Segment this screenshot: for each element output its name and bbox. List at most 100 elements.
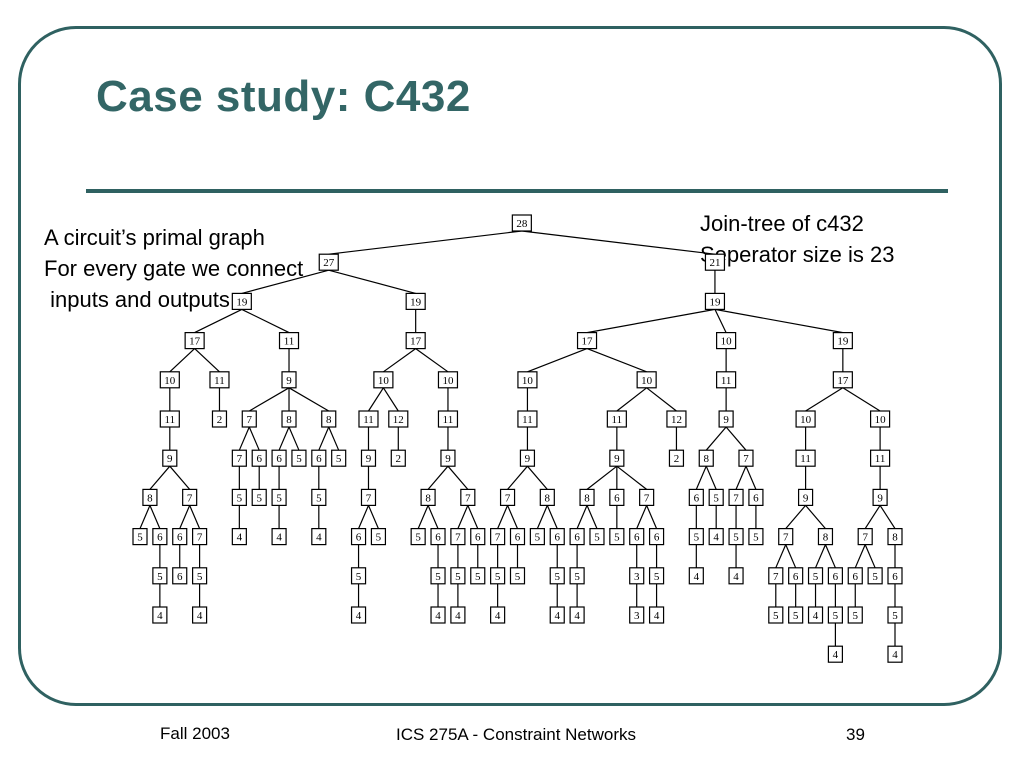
tree-node: 5 — [768, 606, 784, 624]
tree-node: 5 — [688, 527, 704, 546]
tree-edge — [318, 426, 330, 451]
tree-node-label: 11 — [214, 375, 225, 387]
tree-node: 7 — [360, 488, 377, 506]
tree-node-box — [440, 449, 456, 467]
tree-node-box — [460, 488, 476, 506]
tree-node: 5 — [708, 488, 724, 506]
tree-node: 11 — [795, 449, 816, 467]
tree-node-label: 4 — [892, 649, 898, 661]
tree-node-label: 19 — [709, 296, 721, 308]
tree-node: 5 — [887, 606, 903, 624]
tree-node-box — [499, 488, 516, 506]
tree-node-box — [331, 449, 347, 467]
tree-node: 7 — [490, 527, 506, 546]
tree-node-box — [450, 567, 466, 585]
tree-node: 4 — [688, 567, 704, 585]
tree-node-box — [788, 606, 804, 624]
tree-node: 4 — [569, 606, 585, 624]
tree-node: 8 — [281, 410, 297, 428]
tree-node: 6 — [172, 527, 188, 546]
tree-node-label: 10 — [800, 414, 812, 426]
tree-edge — [417, 505, 429, 529]
tree-node-label: 2 — [217, 414, 223, 426]
tree-node: 3 — [629, 606, 645, 624]
tree-node-label: 4 — [833, 649, 839, 661]
tree-node: 19 — [231, 292, 252, 310]
tree-node-box — [211, 410, 228, 428]
tree-node-label: 9 — [803, 492, 809, 504]
tree-node-label: 4 — [455, 610, 461, 622]
tree-node: 6 — [609, 488, 625, 506]
tree-node: 2 — [211, 410, 228, 428]
caption-right-line-1: Join-tree of c432 — [700, 211, 864, 236]
tree-edge — [194, 348, 220, 373]
tree-edge — [725, 426, 747, 451]
tree-node-label: 8 — [704, 453, 710, 465]
tree-node-label: 6 — [753, 492, 759, 504]
tree-node-box — [832, 371, 853, 389]
tree-node-box — [857, 527, 873, 546]
tree-node-box — [827, 567, 843, 585]
tree-edge — [248, 426, 260, 451]
tree-node-box — [576, 332, 598, 350]
tree-edge — [427, 465, 449, 490]
tree-node-label: 5 — [237, 492, 243, 504]
tree-edge — [854, 544, 866, 569]
tree-node-label: 8 — [584, 492, 590, 504]
tree-node-box — [321, 410, 337, 428]
tree-node: 10 — [159, 371, 180, 389]
tree-node: 5 — [648, 567, 665, 585]
tree-node-box — [437, 410, 459, 428]
tree-node-box — [360, 488, 377, 506]
tree-node-label: 5 — [495, 571, 501, 583]
tree-node: 8 — [887, 527, 903, 546]
tree-node: 8 — [698, 449, 714, 467]
tree-node-label: 5 — [654, 571, 660, 583]
tree-node-box — [509, 567, 526, 585]
tree-node-label: 7 — [743, 453, 749, 465]
tree-node-label: 5 — [713, 492, 719, 504]
tree-node: 27 — [318, 253, 339, 271]
tree-node: 5 — [788, 606, 804, 624]
tree-node-box — [162, 449, 178, 467]
tree-node-box — [795, 449, 816, 467]
tree-node: 6 — [172, 567, 188, 585]
tree-node-box — [609, 527, 625, 546]
tree-node-box — [271, 449, 287, 467]
tree-node-box — [827, 606, 843, 624]
tree-node: 7 — [639, 488, 655, 506]
tree-node-label: 19 — [410, 296, 422, 308]
tree-node-box — [668, 449, 685, 467]
tree-node: 6 — [887, 567, 903, 585]
tree-node-label: 6 — [574, 532, 580, 544]
tree-node: 11 — [606, 410, 627, 428]
tree-node-box — [827, 645, 843, 663]
tree-node-label: 5 — [773, 610, 779, 622]
tree-edge — [714, 309, 727, 333]
tree-node-label: 6 — [892, 571, 898, 583]
tree-node-box — [609, 449, 625, 467]
tree-node: 10 — [795, 410, 816, 428]
tree-node: 2 — [668, 449, 685, 467]
tree-node-label: 28 — [516, 218, 528, 230]
tree-node-label: 9 — [723, 414, 729, 426]
tree-node-box — [172, 567, 188, 585]
tree-node-label: 7 — [644, 492, 650, 504]
tree-node: 10 — [517, 371, 538, 389]
tree-node-label: 5 — [256, 492, 262, 504]
tree-node-label: 17 — [189, 336, 201, 348]
tree-node-box — [728, 567, 744, 585]
tree-node: 4 — [271, 527, 287, 546]
tree-node-box — [350, 606, 367, 624]
tree-node-label: 11 — [612, 414, 623, 426]
tree-node-label: 10 — [378, 375, 390, 387]
caption-right-line-2: Seperator size is 23 — [700, 242, 895, 267]
tree-node-label: 4 — [654, 610, 660, 622]
tree-node-box — [867, 567, 883, 585]
tree-node-box — [716, 332, 737, 350]
tree-node-label: 5 — [535, 532, 541, 544]
tree-edge — [367, 387, 384, 412]
tree-edge — [842, 387, 881, 412]
tree-node: 5 — [569, 567, 585, 585]
tree-node: 8 — [420, 488, 436, 506]
